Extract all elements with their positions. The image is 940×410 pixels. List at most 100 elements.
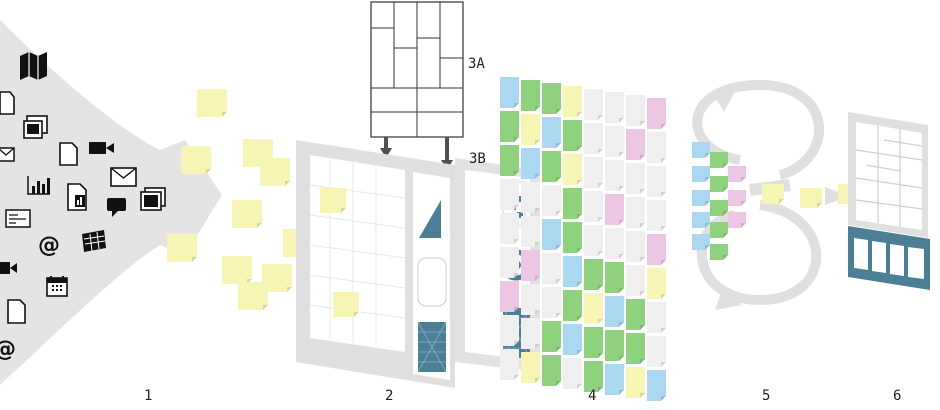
grid-sticky-note xyxy=(521,284,540,315)
grid-sticky-note xyxy=(542,287,561,318)
grid-sticky-note xyxy=(521,148,540,179)
grid-sticky-note xyxy=(500,315,519,346)
grid-sticky-note xyxy=(500,179,519,210)
grid-sticky-note xyxy=(626,95,645,126)
grid-sticky-note xyxy=(584,361,603,392)
loop-sticky-notes xyxy=(692,142,860,260)
yellow-sticky-note xyxy=(262,264,292,292)
yellow-sticky-note xyxy=(320,188,346,213)
grid-sticky-note xyxy=(563,358,582,389)
yellow-sticky-note xyxy=(260,158,290,186)
grid-sticky-note xyxy=(605,262,624,293)
stage-label-5: 5 xyxy=(762,388,770,404)
loop-sticky-note xyxy=(692,212,710,228)
grid-sticky-note xyxy=(626,197,645,228)
grid-sticky-note xyxy=(626,163,645,194)
envelope-icon xyxy=(110,167,137,187)
grid-sticky-note xyxy=(542,355,561,386)
loop-sticky-note xyxy=(710,176,728,192)
grid-sticky-note xyxy=(626,231,645,262)
grid-sticky-note xyxy=(584,259,603,290)
grid-sticky-note xyxy=(542,83,561,114)
document-icon xyxy=(7,299,26,324)
callout-3a: 3A xyxy=(468,56,485,72)
grid-sticky-note xyxy=(626,265,645,296)
grid-sticky-note xyxy=(500,145,519,176)
grid-sticky-note xyxy=(563,86,582,117)
form-icon xyxy=(5,209,31,228)
loop-sticky-note xyxy=(710,200,728,216)
grid-sticky-note xyxy=(563,154,582,185)
grid-sticky-note xyxy=(521,80,540,111)
grid-sticky-note xyxy=(542,219,561,250)
stage-6-final-layout xyxy=(848,112,930,290)
grid-sticky-note xyxy=(500,349,519,380)
slides-icon xyxy=(140,187,166,211)
grid-sticky-note xyxy=(500,111,519,142)
grid-sticky-note xyxy=(647,200,666,231)
video-camera-icon xyxy=(89,142,114,154)
loop-sticky-note xyxy=(728,166,746,182)
photos-icon xyxy=(23,115,48,139)
chart-document-icon xyxy=(67,183,87,211)
loop-sticky-note xyxy=(692,190,710,206)
octagon-window xyxy=(417,257,447,307)
grid-sticky-note xyxy=(605,194,624,225)
document-icon xyxy=(0,91,15,115)
grid-sticky-note xyxy=(584,123,603,154)
video-camera-icon xyxy=(0,262,17,274)
grid-sticky-note xyxy=(605,126,624,157)
callout-3b: 3B xyxy=(469,151,486,167)
loop-sticky-note xyxy=(692,234,710,250)
loop-sticky-note xyxy=(762,184,784,204)
loop-sticky-note xyxy=(728,212,746,228)
grid-sticky-note xyxy=(584,157,603,188)
loop-sticky-note xyxy=(710,152,728,168)
grid-sticky-note xyxy=(542,321,561,352)
bar-chart-icon xyxy=(27,176,50,195)
grid-sticky-note xyxy=(521,182,540,213)
grid-sticky-note xyxy=(605,92,624,123)
loop-sticky-note xyxy=(710,222,728,238)
grid-sticky-note xyxy=(647,268,666,299)
grid-sticky-note xyxy=(647,166,666,197)
loop-sticky-note xyxy=(800,188,822,208)
at-sign-icon: @ xyxy=(38,233,60,258)
grid-sticky-note xyxy=(563,290,582,321)
grid-sticky-note xyxy=(647,98,666,129)
at-sign-icon: @ xyxy=(0,337,16,362)
grid-sticky-note xyxy=(626,333,645,364)
scattered-sticky-notes xyxy=(167,89,313,310)
yellow-sticky-note xyxy=(238,282,268,310)
stage-label-2: 2 xyxy=(385,388,393,404)
grid-sticky-note xyxy=(521,352,540,383)
grid-sticky-note xyxy=(605,296,624,327)
grid-sticky-note xyxy=(521,250,540,281)
yellow-sticky-note xyxy=(197,89,227,117)
grid-sticky-note xyxy=(584,225,603,256)
grid-sticky-note xyxy=(542,185,561,216)
grid-sticky-note xyxy=(521,318,540,349)
grid-sticky-note xyxy=(605,330,624,361)
grid-sticky-note xyxy=(647,132,666,163)
document-icon xyxy=(59,142,78,166)
svg-text:@: @ xyxy=(0,337,16,362)
spreadsheet-icon xyxy=(82,230,106,252)
envelope-icon xyxy=(0,147,15,162)
grid-sticky-note xyxy=(500,213,519,244)
stage-4-sorted-grid xyxy=(500,77,666,401)
grid-sticky-note xyxy=(647,370,666,401)
grid-sticky-note xyxy=(542,117,561,148)
grid-sticky-note xyxy=(500,247,519,278)
grid-sticky-note xyxy=(605,228,624,259)
grid-sticky-note xyxy=(563,324,582,355)
yellow-sticky-note xyxy=(232,200,262,228)
grid-sticky-note xyxy=(605,364,624,395)
stage-labels: 1 2 4 5 6 3A 3B xyxy=(144,56,901,404)
yellow-sticky-note xyxy=(167,234,197,262)
grid-sticky-note xyxy=(563,222,582,253)
template-3a xyxy=(370,1,464,170)
grid-sticky-note xyxy=(563,256,582,287)
grid-sticky-note xyxy=(500,281,519,312)
